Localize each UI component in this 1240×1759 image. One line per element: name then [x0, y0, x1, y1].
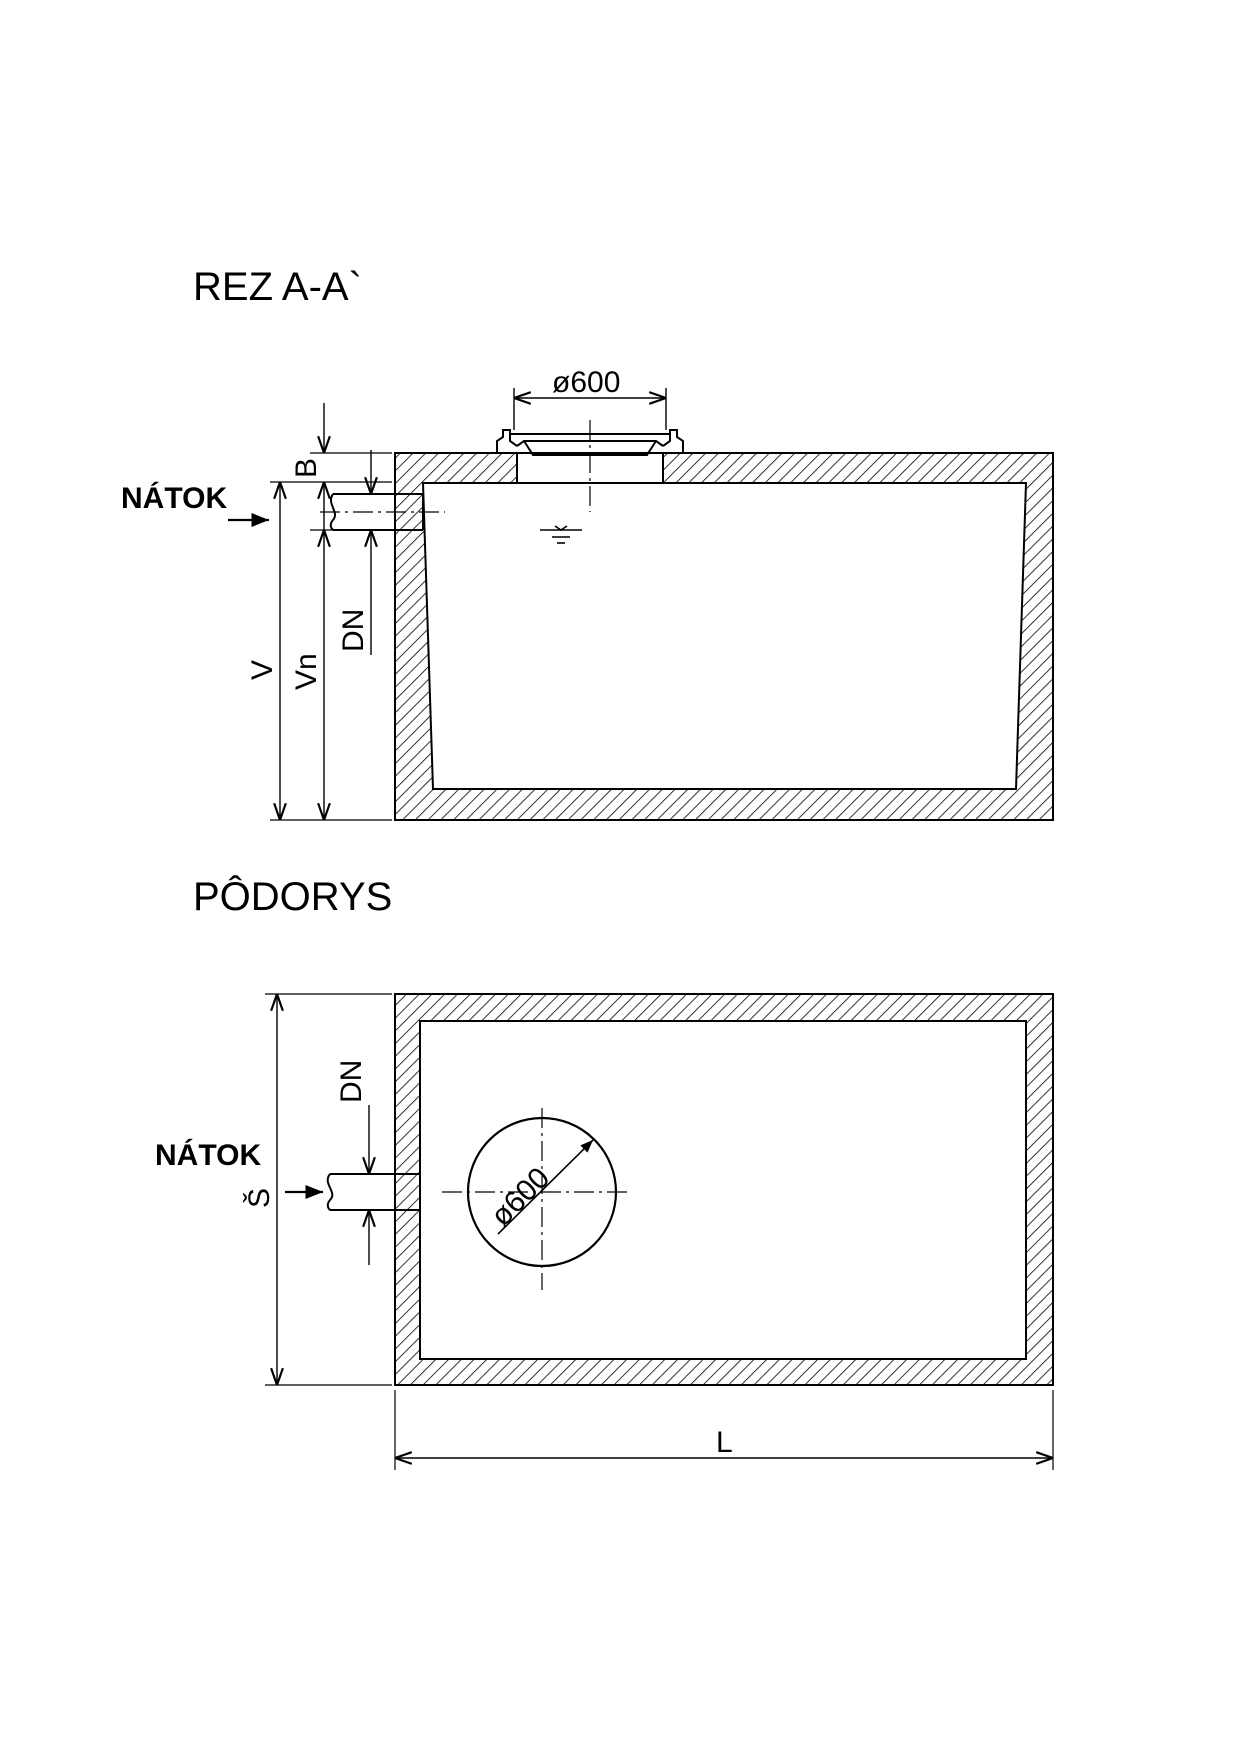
- plan-inflow-label: NÁTOK: [155, 1138, 261, 1172]
- plan-manhole-dim-label: ø600: [485, 1161, 557, 1233]
- dim-b-label: B: [290, 458, 323, 478]
- plan-centerlines: [442, 1108, 632, 1290]
- dim-dn-label: DN: [337, 609, 370, 652]
- water-level-symbol: [540, 525, 582, 544]
- section-manhole-dimension: [513, 388, 667, 430]
- section-extension-lines: [270, 452, 392, 821]
- section-tank-wall: [394, 452, 1054, 821]
- section-manhole-dim-label: ø600: [552, 366, 620, 399]
- dim-v-label: V: [246, 660, 279, 680]
- dim-vn-label: Vn: [290, 653, 323, 690]
- plan-title: PÔDORYS: [193, 874, 392, 919]
- dim-width-label: Š: [242, 1188, 276, 1208]
- section-manhole-frame: [496, 420, 684, 512]
- section-view: ø600 NÁTOK V: [121, 366, 1054, 821]
- dim-length-label: L: [716, 1426, 733, 1459]
- plan-dim-dn-label: DN: [335, 1060, 368, 1103]
- section-inflow-label: NÁTOK: [121, 481, 227, 515]
- plan-view: ø600 NÁTOK Š DN L: [155, 993, 1054, 1470]
- section-title: REZ A-A`: [193, 265, 362, 309]
- plan-extension-lines: [265, 993, 1054, 1470]
- section-inflow-pipe: [320, 493, 445, 531]
- plan-manhole-dim-line: [497, 1139, 594, 1235]
- plan-tank-wall: [394, 993, 1054, 1386]
